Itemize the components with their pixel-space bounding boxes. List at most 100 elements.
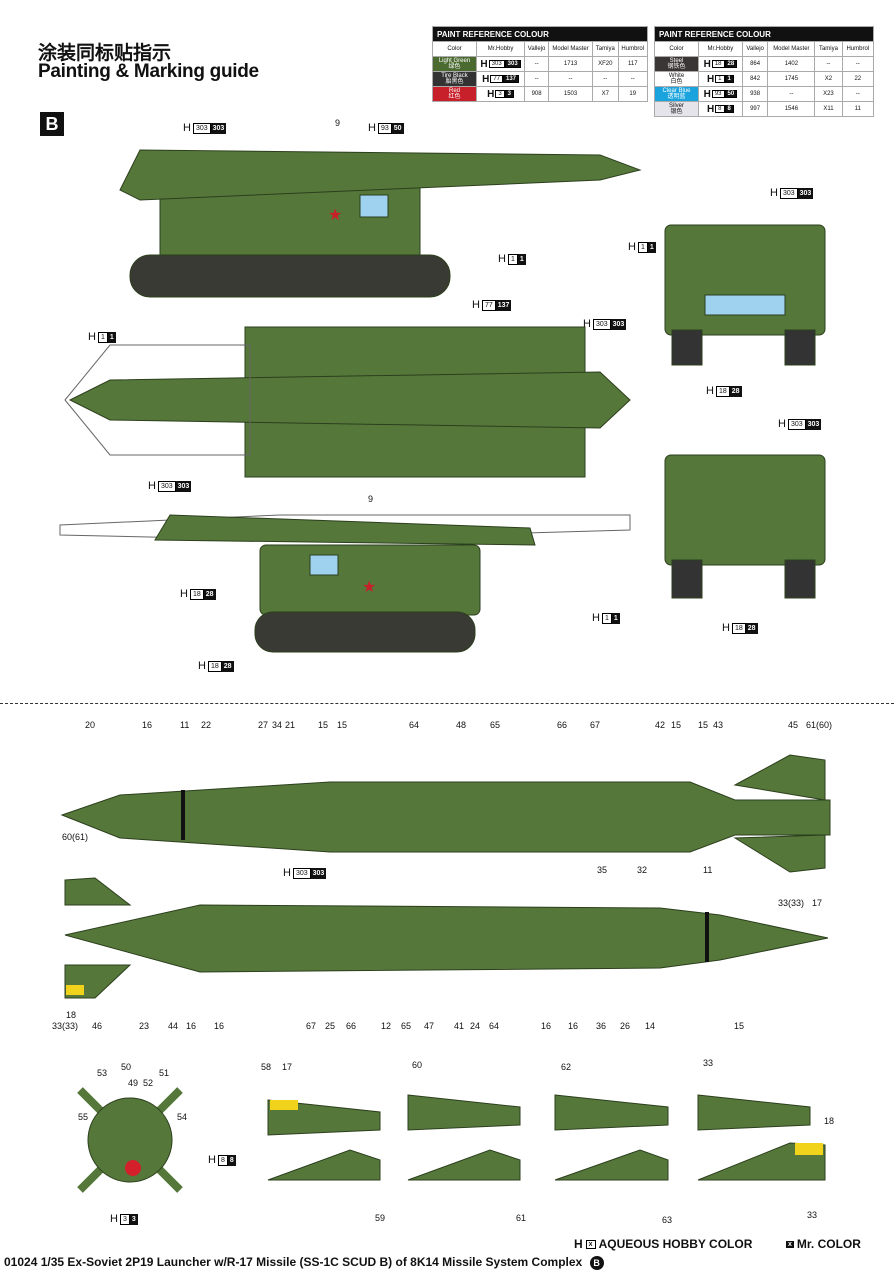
part-callout: 64	[489, 1021, 500, 1031]
aqueous-code: 1	[507, 253, 518, 265]
legend-aqueous-text: AQUEOUS HOBBY COLOR	[598, 1237, 753, 1251]
part-callout: 59	[375, 1213, 386, 1223]
aqueous-code: 8	[715, 105, 725, 113]
part-callout: 42	[655, 720, 666, 730]
part-callout: 33(33)	[778, 898, 805, 908]
part-callout: 20	[85, 720, 96, 730]
mr-color-code: 303	[175, 480, 192, 492]
launcher-top-view	[64, 326, 631, 478]
missile-side-view-2	[64, 877, 829, 999]
part-callout: 33(33)	[52, 1021, 79, 1031]
aqueous-code: 303	[779, 187, 798, 199]
part-callout: 16	[142, 720, 153, 730]
part-callout: 33	[703, 1058, 714, 1068]
part-callout: 25	[325, 1021, 336, 1031]
color-name-cn: 红色	[448, 94, 461, 100]
launcher-rear-view	[664, 454, 826, 599]
part-callout: 65	[490, 720, 501, 730]
part-callout: 52	[143, 1078, 154, 1088]
part-callout: 50	[121, 1062, 132, 1072]
part-callout: 9	[335, 118, 341, 128]
color-name-cn: 胎黑色	[445, 79, 464, 85]
part-callout: 17	[282, 1062, 293, 1072]
legend-mr-color-text: Mr. COLOR	[796, 1237, 861, 1251]
part-callout: 44	[168, 1021, 179, 1031]
h-letter: H	[283, 867, 291, 879]
part-callout: 18	[66, 1010, 77, 1020]
part-callout: 15	[318, 720, 329, 730]
mr-color-code: 8	[724, 105, 734, 113]
part-callout: 23	[139, 1021, 150, 1031]
aqueous-code: 1	[637, 241, 648, 253]
aqueous-code: 303	[292, 867, 311, 879]
part-callout: 9	[368, 494, 374, 504]
part-callout: 11	[180, 720, 190, 730]
mr-color-code: 303	[805, 418, 822, 430]
part-callout: 17	[812, 898, 823, 908]
part-callout: 16	[214, 1021, 225, 1031]
mr-color-code: 303	[797, 187, 814, 199]
mr-color-code: 1	[107, 331, 116, 343]
fins	[267, 1094, 826, 1181]
mr-color-code: 28	[221, 660, 234, 672]
table-title: PAINT REFERENCE COLOUR	[432, 26, 648, 42]
part-callout: 63	[662, 1215, 673, 1225]
red-star-icon: ★	[362, 579, 376, 596]
color-name-cn: 钢铁色	[667, 64, 686, 70]
part-callout: 35	[597, 865, 608, 875]
part-callout: 61	[516, 1213, 527, 1223]
part-callout: 55	[78, 1112, 89, 1122]
h-letter: H	[208, 1154, 216, 1166]
h-letter: H	[498, 253, 506, 265]
mr-color-code: 28	[203, 588, 216, 600]
part-callout: 48	[456, 720, 467, 730]
mr-color-code: 3	[129, 1213, 138, 1225]
part-callout: 62	[561, 1062, 572, 1072]
humbrol: 19	[617, 86, 649, 102]
title-chinese: 涂装同标贴指示	[38, 43, 172, 64]
part-callout: 16	[568, 1021, 579, 1031]
h-letter: H	[770, 187, 778, 199]
aqueous-code: 18	[731, 622, 746, 634]
color-name: Red	[448, 88, 460, 94]
h-letter: H	[368, 122, 376, 134]
h-letter: H	[110, 1213, 118, 1225]
part-callout: 15	[734, 1021, 745, 1031]
part-callout: 11	[703, 865, 713, 875]
mr-color-code: 1	[647, 241, 656, 253]
missile-side-view-1	[60, 754, 831, 873]
aqueous-code: 303	[787, 418, 806, 430]
mr-color-code: 137	[503, 75, 520, 83]
vallejo: 908	[524, 86, 550, 102]
aqueous-code: 93	[377, 122, 392, 134]
mr-color-code: 28	[745, 622, 758, 634]
mr-color-code: 8	[227, 1154, 236, 1166]
part-callout: 34	[272, 720, 283, 730]
color-name: Light Green	[438, 58, 471, 64]
aqueous-code: 303	[488, 60, 505, 68]
aqueous-code: 1	[601, 612, 612, 624]
aqueous-code: 18	[189, 588, 204, 600]
launcher-side-view-1	[119, 149, 642, 298]
aqueous-code: 303	[592, 318, 611, 330]
color-name: White	[668, 73, 685, 79]
scheme-badge: B	[40, 112, 64, 136]
aqueous-code: 77	[481, 299, 496, 311]
part-callout: 27	[258, 720, 269, 730]
mr-color-code: 1	[517, 253, 526, 265]
